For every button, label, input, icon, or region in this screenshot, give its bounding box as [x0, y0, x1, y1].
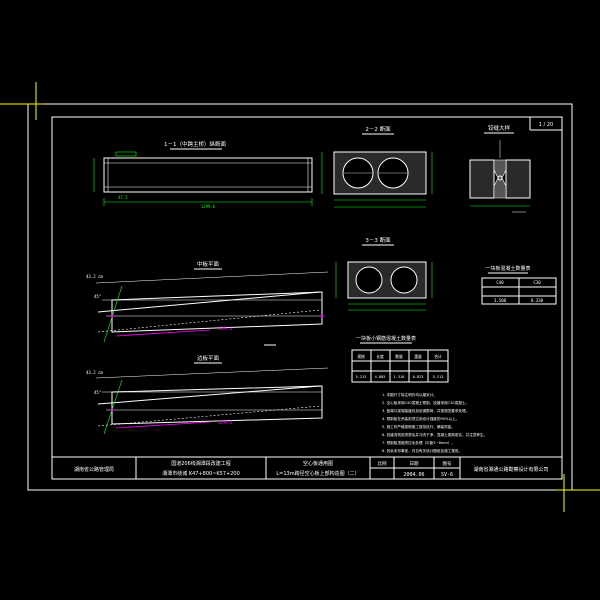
- plan-edge-dim: 1299.6: [218, 420, 233, 425]
- rebar-table: 一块板小钢筋混凝土数量表 规格 长度 数量 重量 合计 5.213 4.885 …: [351, 335, 449, 383]
- plan-edge-title: 边板平面: [197, 354, 220, 362]
- table2-header-2: 数量: [395, 354, 403, 359]
- note-7: 7. 预制板顶面须拉毛处理（中距5~8mm）。: [382, 440, 455, 445]
- table2-value-4: 5.213: [433, 375, 444, 379]
- corner-tag-text: 1 / 20: [539, 122, 553, 128]
- table2-value-1: 4.885: [375, 375, 386, 379]
- table2-header-0: 规格: [357, 354, 365, 359]
- tb-drawing-no-value: SV-6: [441, 472, 453, 478]
- tb-drawing-2: L=13m跨径空心板上部构造图（二）: [276, 470, 359, 477]
- tb-client: 湖南省公路管理局: [74, 466, 114, 473]
- tb-project-1: 国道206线湘潭段改建工程: [171, 460, 231, 467]
- plan-edge-view: 边板平面 43.2 cm 45° 1299.6: [86, 354, 329, 435]
- elevation-dim-left: 47.5: [118, 195, 128, 200]
- note-4: 4. 预制板在吊装前须达到设计强度的90%以上。: [382, 416, 459, 421]
- section-2-2: 2－2 断面: [321, 125, 433, 208]
- table2-value-0: 5.213: [356, 375, 367, 379]
- section-3-title: 3－3 断面: [365, 236, 391, 244]
- detail-title: 铰缝大样: [488, 124, 511, 132]
- plan-mid-note-left: 45°: [94, 294, 101, 299]
- table1-header-a: C40: [496, 280, 504, 285]
- plan-edge-note-top: 43.2 cm: [86, 370, 103, 375]
- note-1: 1. 本图尺寸除注明外均以厘米计。: [382, 392, 437, 397]
- hinge-detail: 铰缝大样: [469, 124, 531, 213]
- plan-mid-view: 中板平面 43.2 cm 45° 1299.6: [86, 260, 329, 346]
- section-2-title: 2－2 断面: [365, 125, 391, 133]
- tb-date-label: 日期: [410, 461, 419, 467]
- plan-mid-note-top: 43.2 cm: [86, 274, 103, 279]
- corner-marks: [0, 82, 600, 512]
- plan-edge-note-left: 45°: [94, 390, 101, 395]
- table1-value-b: 0.330: [531, 298, 544, 303]
- title-block: 湖南省公路管理局 国道206线湘潭段改建工程 湘潭市绕城 K47+800~K57…: [51, 456, 563, 480]
- plan-mid-title: 中板平面: [197, 260, 220, 268]
- tb-drawing-1: 空心板通用图: [303, 460, 333, 467]
- table1-header-b: C30: [533, 280, 541, 285]
- table2-value-2: 1.316: [394, 375, 405, 379]
- table2-value-3: 0.823: [413, 375, 424, 379]
- table2-header-3: 重量: [414, 354, 422, 359]
- elevation-view: 1－1（中跨主桥）纵断面 47.5 1299.6: [93, 140, 313, 209]
- elevation-title: 1－1（中跨主桥）纵断面: [164, 140, 226, 148]
- table1-title: 一块板混凝土数量表: [485, 265, 530, 272]
- plan-mid-dim: 1299.6: [218, 326, 233, 331]
- tb-designer: 湖南省湘通公路勘察设计有限公司: [473, 466, 548, 473]
- corner-tag: 1 / 20: [529, 117, 562, 131]
- table2-title: 一块板小钢筋混凝土数量表: [356, 335, 416, 342]
- note-6: 6. 铰缝浇筑前须凿毛并冲洗干净，混凝土振捣密实，并注意养生。: [382, 432, 487, 437]
- note-5: 5. 施工时严格按照施工规范执行，确保质量。: [382, 424, 455, 429]
- tb-drawing-no-label: 图号: [443, 461, 452, 467]
- elevation-dim-total: 1299.6: [201, 204, 216, 209]
- note-2: 2. 空心板采用C40混凝土预制，铰缝采用C30混凝土。: [382, 400, 469, 405]
- notes-block: 1. 本图尺寸除注明外均以厘米计。 2. 空心板采用C40混凝土预制，铰缝采用C…: [382, 392, 487, 453]
- tb-date-value: 2004.06: [403, 472, 424, 478]
- table2-header-1: 长度: [376, 354, 384, 359]
- table2-header-4: 合计: [434, 354, 442, 359]
- note-3: 3. 板端与梁端接缝处加设钢筋网，并按规范要求处理。: [382, 408, 469, 413]
- table1-value-a: 3.500: [494, 298, 507, 303]
- note-8: 8. 其余未尽事宜，详见有关设计图纸及施工规范。: [382, 448, 462, 453]
- tb-scale-label: 比例: [378, 460, 387, 467]
- outer-frame: [27, 103, 573, 491]
- section-3-3: 3－3 断面: [335, 236, 433, 311]
- tb-project-2: 湘潭市绕城 K47+800~K57+200: [162, 470, 240, 477]
- concrete-table: 一块板混凝土数量表 C40 C30 3.500 0.330: [481, 265, 557, 305]
